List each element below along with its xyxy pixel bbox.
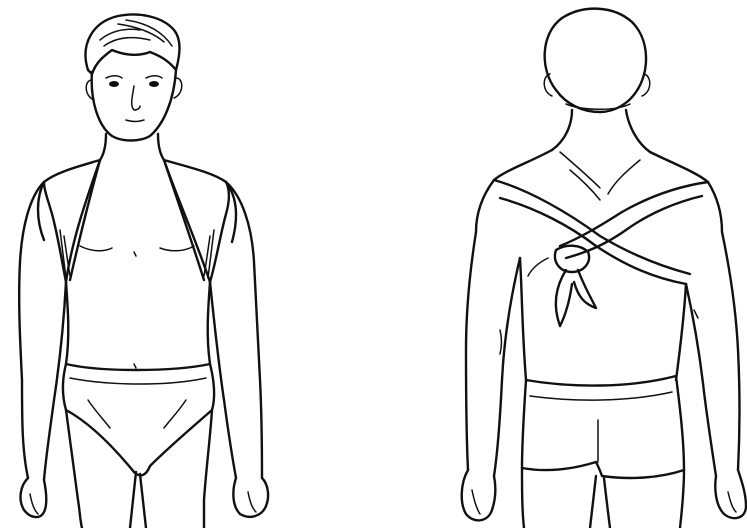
back-right-hand — [715, 470, 746, 518]
front-hair — [86, 15, 180, 74]
back-bandage-strap-right — [560, 182, 708, 246]
back-right-arm — [686, 232, 740, 476]
back-left-arm — [466, 232, 520, 476]
back-figure — [462, 9, 746, 528]
back-shorts — [522, 376, 684, 478]
back-head — [545, 9, 646, 112]
back-knot-tail-left — [556, 270, 572, 326]
front-right-hand — [233, 478, 268, 517]
back-torso — [520, 258, 686, 380]
back-bandage-knot — [555, 246, 589, 272]
front-head — [92, 70, 176, 141]
back-knot-tail-right — [574, 270, 596, 308]
front-torso — [38, 160, 236, 242]
front-bandage-left — [44, 160, 100, 282]
front-left-hand — [21, 478, 47, 517]
front-figure — [19, 15, 268, 528]
back-shoulders — [476, 150, 722, 232]
front-left-arm — [19, 182, 66, 480]
